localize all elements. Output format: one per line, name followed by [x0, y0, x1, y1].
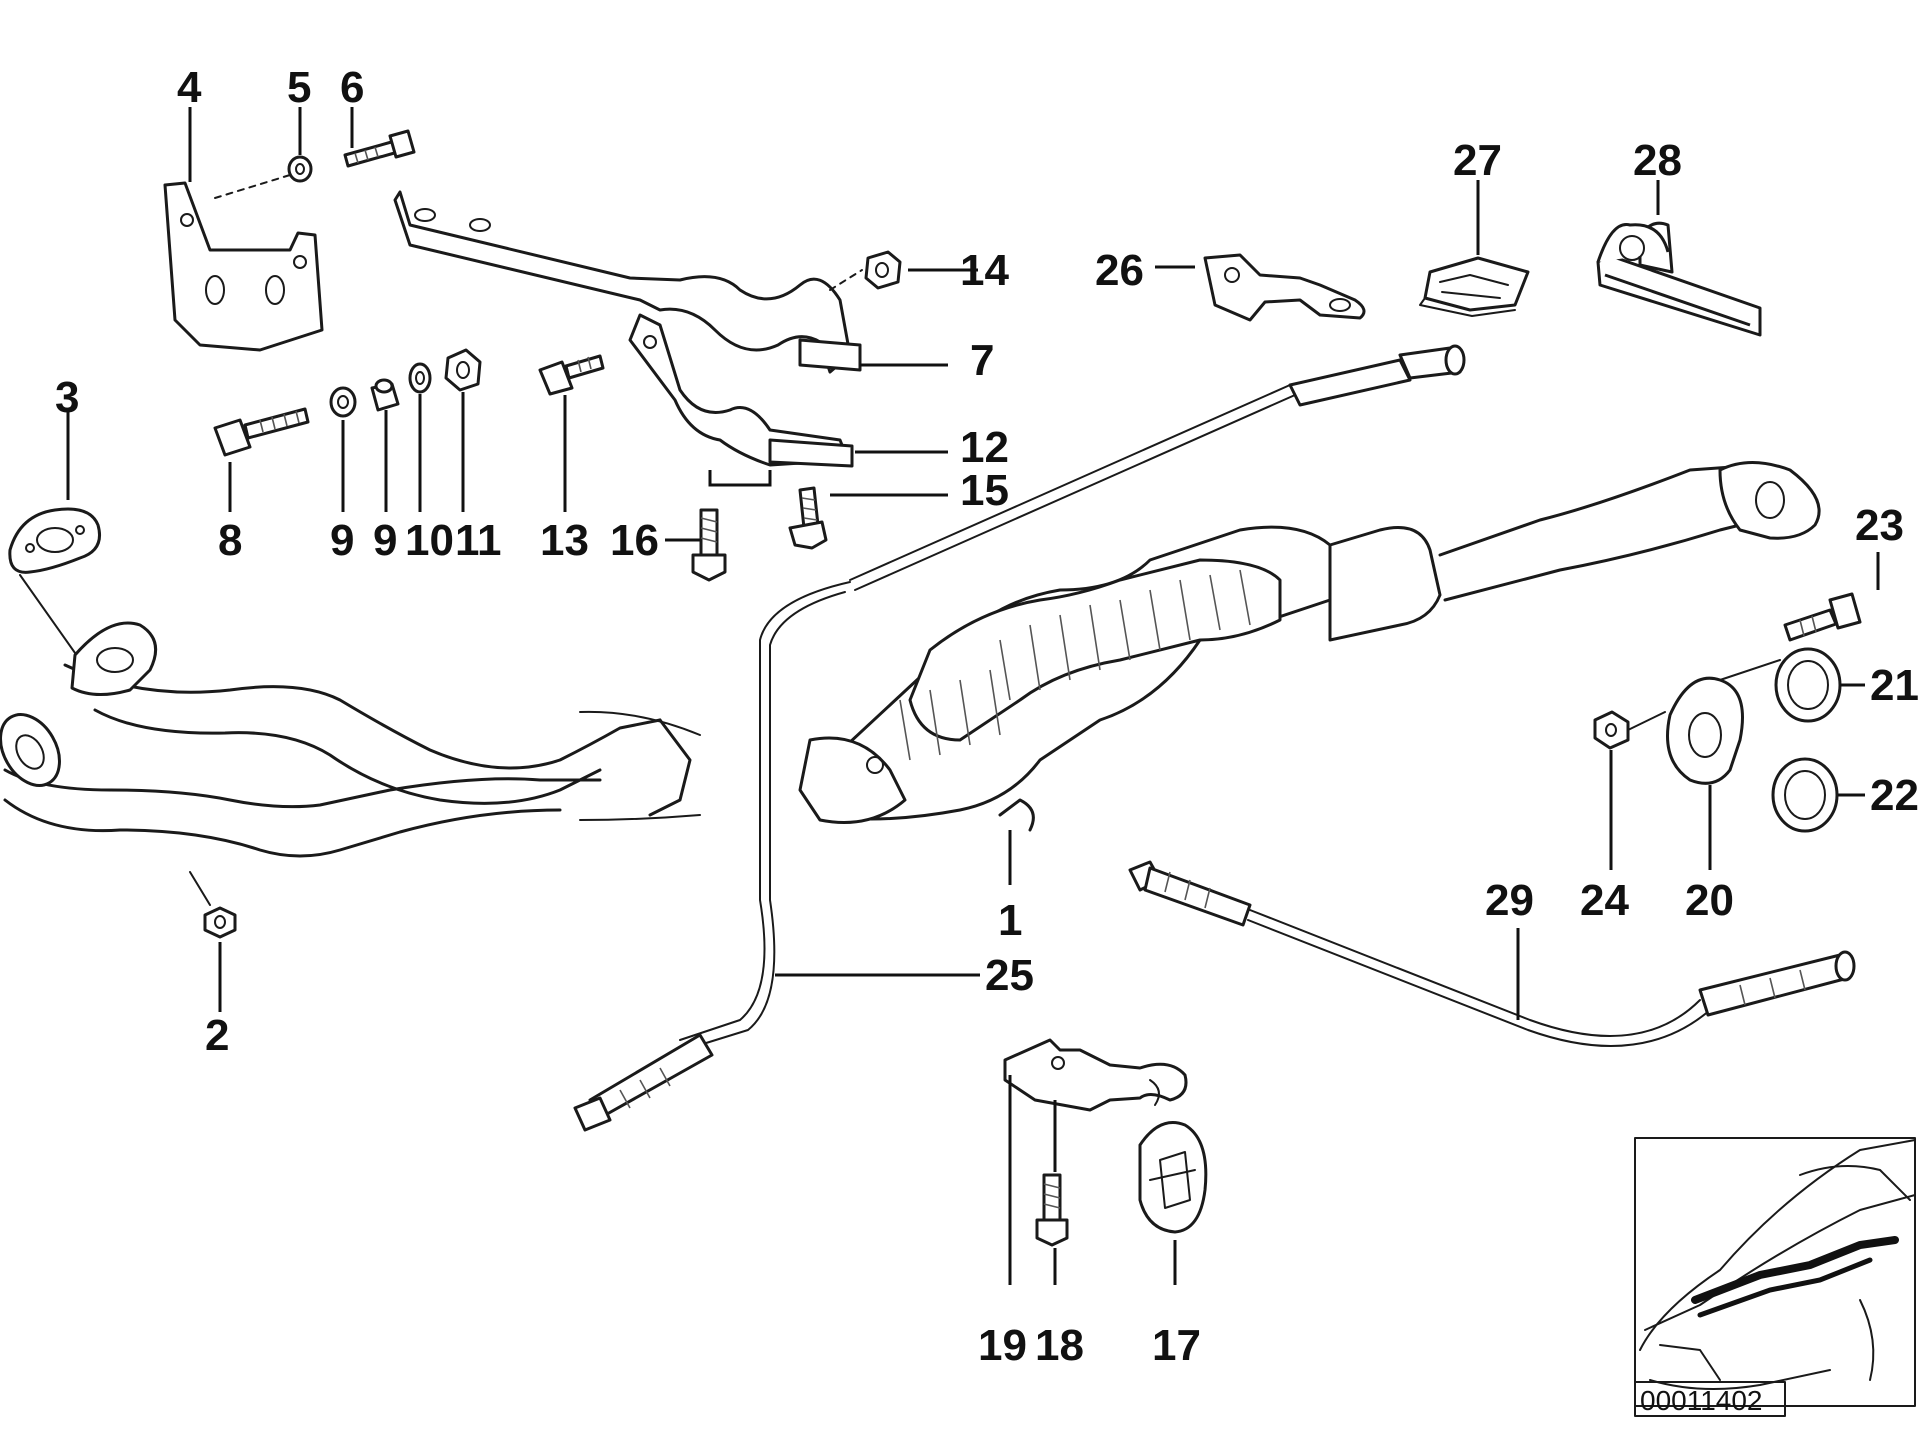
part-22-ring[interactable] — [1771, 757, 1839, 833]
callout-10: 10 — [405, 516, 454, 565]
part-2-nut[interactable] — [203, 906, 237, 939]
callout-9b: 9 — [373, 516, 397, 565]
callout-13: 13 — [540, 516, 589, 565]
part-25-oxygen-sensor[interactable] — [573, 344, 1466, 1132]
callout-1: 1 — [998, 896, 1022, 945]
part-19-hanger-bracket[interactable] — [1003, 1038, 1188, 1112]
callout-3: 3 — [55, 373, 79, 422]
callout-17: 17 — [1152, 1321, 1201, 1370]
part-14-nut[interactable] — [864, 250, 902, 290]
part-1-catalytic-converter[interactable] — [798, 461, 1821, 832]
vehicle-location-inset — [1634, 1137, 1916, 1407]
callout-26: 26 — [1095, 246, 1144, 295]
callout-2: 2 — [205, 1011, 229, 1060]
part-28-mounting-clamp[interactable] — [1596, 221, 1762, 337]
leader-nut-to-flange — [1627, 711, 1666, 731]
part-23-bolt[interactable] — [1783, 592, 1862, 642]
part-4-mounting-plate[interactable] — [163, 181, 324, 352]
reference-number-box: 00011402 — [1634, 1381, 1786, 1417]
part-12-lower-bracket[interactable] — [628, 313, 854, 468]
part-8-bolt[interactable] — [213, 407, 310, 457]
callout-4: 4 — [177, 63, 202, 112]
callout-18: 18 — [1035, 1321, 1084, 1370]
callout-28: 28 — [1633, 136, 1682, 185]
part-7-strap-bracket[interactable] — [393, 190, 862, 374]
callout-20: 20 — [1685, 876, 1734, 925]
part-17-rubber-mount[interactable] — [1138, 1121, 1208, 1234]
callout-labels: 4 5 6 27 28 14 26 7 3 12 15 8 9 9 10 11 … — [55, 63, 1919, 1370]
part-16-screw[interactable] — [691, 508, 727, 582]
callout-29: 29 — [1485, 876, 1534, 925]
leader-strap-to-nut — [829, 269, 863, 291]
leader-flange-to-ring — [1719, 659, 1781, 681]
part-26-hanger-bracket[interactable] — [1203, 253, 1366, 322]
callout-21: 21 — [1870, 661, 1919, 710]
leader-lines — [66, 107, 1880, 1285]
part-29-oxygen-sensor[interactable] — [1128, 860, 1856, 1047]
part-front-downpipes[interactable] — [0, 621, 701, 858]
part-6-bolt[interactable] — [343, 129, 416, 168]
callout-22: 22 — [1870, 771, 1919, 820]
part-9-bushing[interactable] — [329, 386, 357, 418]
part-13-bolt[interactable] — [538, 354, 605, 396]
callout-24: 24 — [1580, 876, 1629, 925]
callout-11: 11 — [455, 516, 502, 565]
leader-plate-to-washer — [214, 174, 291, 199]
leader-gasket-to-pipe — [19, 574, 81, 661]
part-24-nut[interactable] — [1593, 710, 1630, 750]
callout-15: 15 — [960, 466, 1009, 515]
part-27-clip[interactable] — [1419, 256, 1530, 317]
callout-23: 23 — [1855, 501, 1904, 550]
callout-9a: 9 — [330, 516, 354, 565]
leader-12-group — [708, 470, 772, 487]
callout-5: 5 — [287, 63, 311, 112]
callout-7: 7 — [970, 336, 994, 385]
callout-25: 25 — [985, 951, 1034, 1000]
part-5-washer[interactable] — [287, 155, 313, 183]
callout-12: 12 — [960, 423, 1009, 472]
callout-14: 14 — [960, 246, 1009, 295]
callout-6: 6 — [340, 63, 364, 112]
part-3-gasket[interactable] — [8, 507, 101, 574]
part-18-screw[interactable] — [1035, 1173, 1069, 1247]
callout-27: 27 — [1453, 136, 1502, 185]
callout-16: 16 — [610, 516, 659, 565]
callout-19: 19 — [978, 1321, 1027, 1370]
reference-number: 00011402 — [1640, 1385, 1763, 1416]
callout-8: 8 — [218, 516, 242, 565]
part-10-washer[interactable] — [408, 362, 432, 394]
part-11-nut[interactable] — [444, 348, 482, 392]
part-15-screw[interactable] — [788, 486, 828, 550]
part-20-flange-gasket[interactable] — [1666, 676, 1744, 785]
part-9-spacer[interactable] — [370, 378, 400, 412]
part-21-ring[interactable] — [1774, 647, 1842, 723]
leader-pipe-to-nut — [189, 871, 211, 906]
